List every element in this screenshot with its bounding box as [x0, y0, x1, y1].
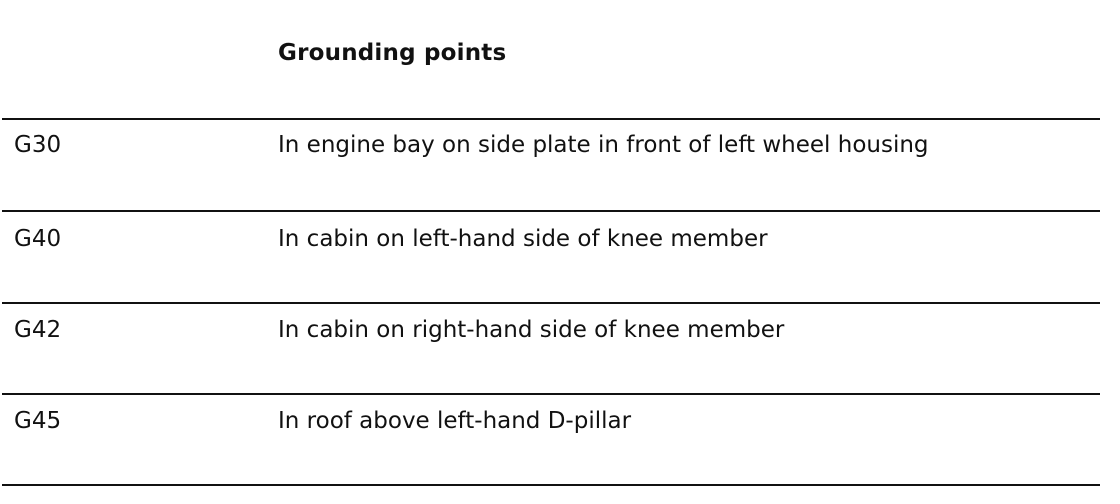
table-row: G45 In roof above left-hand D-pillar: [0, 408, 1120, 448]
grounding-location: In engine bay on side plate in front of …: [278, 132, 929, 158]
grounding-code: G45: [14, 408, 62, 434]
grounding-code: G30: [14, 132, 62, 158]
grounding-location: In roof above left-hand D-pillar: [278, 408, 632, 434]
grounding-code: G42: [14, 317, 62, 343]
table-divider: [2, 302, 1100, 304]
table-row: G42 In cabin on right-hand side of knee …: [0, 317, 1120, 357]
table-divider: [2, 393, 1100, 395]
grounding-location: In cabin on right-hand side of knee memb…: [278, 317, 785, 343]
table-row: G30 In engine bay on side plate in front…: [0, 132, 1120, 172]
table-divider: [2, 118, 1100, 120]
table-divider: [2, 210, 1100, 212]
table-row: G40 In cabin on left-hand side of knee m…: [0, 226, 1120, 266]
table-header-title: Grounding points: [278, 40, 507, 66]
table-divider: [2, 484, 1100, 486]
grounding-code: G40: [14, 226, 62, 252]
grounding-location: In cabin on left-hand side of knee membe…: [278, 226, 768, 252]
